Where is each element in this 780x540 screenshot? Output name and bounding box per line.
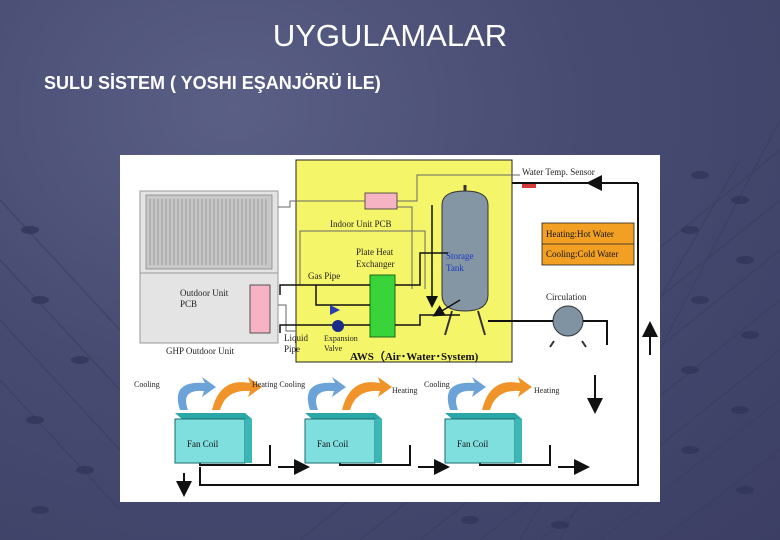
refrigerant-pipes — [279, 205, 461, 333]
liquid-pipe-label-2: Pipe — [284, 344, 300, 354]
storage-tank-label-2: Tank — [446, 263, 464, 273]
gas-pipe-label: Gas Pipe — [308, 271, 340, 281]
water-temp-sensor-label: Water Temp. Sensor — [522, 167, 595, 177]
slide-subtitle: SULU SİSTEM ( YOSHI EŞANJÖRÜ İLE) — [44, 73, 381, 93]
fan-coil-unit: Fan Coil — [174, 413, 252, 464]
storage-tank-label: Storage — [446, 251, 474, 261]
circulation-pump — [552, 305, 584, 337]
storage-tank — [441, 185, 489, 336]
cooling-arrow-icon — [307, 377, 346, 410]
cooling-cold-water-label: Cooling:Cold Water — [546, 249, 618, 259]
plate-heat-label: Plate Heat — [356, 247, 394, 257]
expansion-valve-label: Expansion — [324, 334, 358, 343]
circulation-label: Circulation — [546, 292, 587, 302]
outdoor-pcb-label-2: PCB — [180, 299, 197, 309]
heating-arrow-icon — [342, 377, 392, 410]
cooling-arrow-icon — [177, 377, 216, 410]
indoor-unit-pcb-label: Indoor Unit PCB — [330, 219, 392, 229]
heating-arrow-icon — [482, 377, 532, 410]
fan-coil-unit: Fan Coil — [444, 413, 522, 464]
fan-coil-label: Fan Coil — [187, 439, 219, 449]
slide-title: UYGULAMALAR — [272, 18, 508, 53]
heating-arrow-icon — [212, 377, 262, 410]
outdoor-unit-pcb — [249, 284, 271, 334]
cooling-label: Cooling — [134, 380, 160, 389]
cooling-label: Cooling — [424, 380, 450, 389]
fan-coil-unit: Fan Coil — [304, 413, 382, 464]
fan-coil-label: Fan Coil — [317, 439, 349, 449]
ghp-outdoor-unit — [139, 190, 279, 344]
outdoor-pcb-label: Outdoor Unit — [180, 288, 229, 298]
expansion-valve — [332, 320, 344, 332]
liquid-pipe-label: Liquid — [284, 333, 308, 343]
heating-label: Heating — [534, 386, 559, 395]
heating-hot-water-label: Heating:Hot Water — [546, 229, 614, 239]
aws-system-diagram: Outdoor Unit PCB GHP Outdoor Unit Indoor… — [120, 155, 660, 502]
water-temp-sensor — [522, 182, 536, 188]
cooling-arrow-icon — [447, 377, 486, 410]
heating-cooling-label: Heating Cooling — [252, 380, 305, 389]
plate-heat-exchanger — [369, 274, 396, 338]
airflow-arrows — [177, 377, 532, 410]
ghp-outdoor-unit-label: GHP Outdoor Unit — [166, 346, 235, 356]
heating-label: Heating — [392, 386, 417, 395]
indoor-unit-pcb — [364, 192, 398, 210]
fan-coil-label: Fan Coil — [457, 439, 489, 449]
control-wires — [278, 174, 520, 332]
expansion-valve-label-2: Valve — [324, 344, 343, 353]
plate-heat-label-2: Exchanger — [356, 259, 394, 269]
check-valve — [330, 305, 340, 315]
aws-label: AWS（Air･Water･System) — [350, 350, 479, 363]
